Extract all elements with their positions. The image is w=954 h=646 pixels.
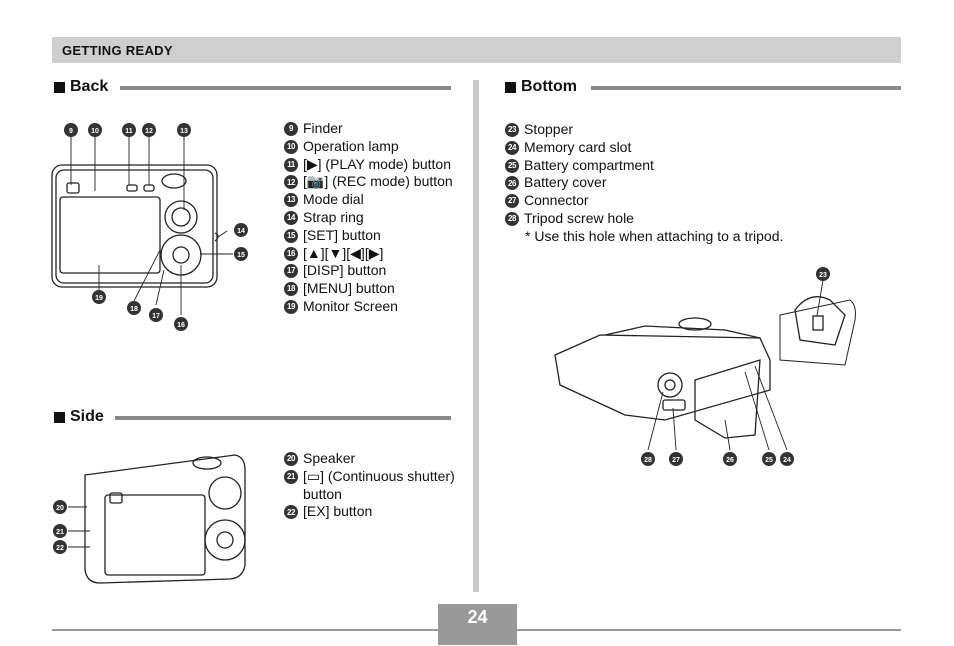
number-badge-icon: 16 bbox=[284, 246, 298, 261]
list-item: 18[MENU] button bbox=[284, 280, 459, 298]
bullet-square-icon bbox=[505, 81, 516, 93]
svg-text:21: 21 bbox=[56, 529, 64, 536]
svg-text:24: 24 bbox=[783, 457, 791, 464]
svg-text:23: 23 bbox=[819, 272, 827, 279]
bottom-section-title: Bottom bbox=[505, 78, 577, 96]
camera-back-illustration: 9 10 11 12 13 14 15 16 17 18 19 bbox=[51, 123, 248, 331]
bottom-title-rule bbox=[591, 86, 901, 90]
number-badge-icon: 19 bbox=[284, 299, 298, 314]
svg-text:10: 10 bbox=[91, 128, 99, 135]
svg-text:15: 15 bbox=[237, 252, 245, 259]
number-badge-icon: 18 bbox=[284, 282, 298, 297]
camera-side-illustration: 20 21 22 bbox=[53, 454, 246, 584]
number-badge-icon: 28 bbox=[505, 211, 519, 226]
bullet-square-icon bbox=[54, 411, 65, 423]
tripod-note: * Use this hole when attaching to a trip… bbox=[525, 227, 784, 244]
side-section-title: Side bbox=[54, 408, 104, 426]
svg-text:27: 27 bbox=[672, 457, 680, 464]
list-item: 12[📷] (REC mode) button bbox=[284, 173, 459, 191]
camera-bottom-illustration: 23 28 27 26 25 24 bbox=[554, 267, 856, 466]
number-badge-icon: 13 bbox=[284, 193, 298, 208]
number-badge-icon: 14 bbox=[284, 210, 298, 225]
list-item: 21[▭] (Continuous shutter) button bbox=[284, 468, 459, 504]
page-number-box bbox=[438, 604, 517, 645]
list-item: 11[▶] (PLAY mode) button bbox=[284, 156, 459, 174]
side-callouts: 20 21 22 bbox=[53, 500, 67, 554]
number-badge-icon: 10 bbox=[284, 139, 298, 154]
list-item: 16[▲][▼][◀][▶] bbox=[284, 245, 459, 263]
number-badge-icon: 25 bbox=[505, 158, 519, 173]
svg-text:25: 25 bbox=[765, 457, 773, 464]
list-item: 17[DISP] button bbox=[284, 262, 459, 280]
number-badge-icon: 26 bbox=[505, 176, 519, 191]
section-header-title: GETTING READY bbox=[62, 43, 173, 58]
number-badge-icon: 22 bbox=[284, 505, 298, 520]
svg-text:17: 17 bbox=[152, 313, 160, 320]
bottom-callouts: 23 28 27 26 25 24 bbox=[641, 267, 830, 466]
svg-text:26: 26 bbox=[726, 457, 734, 464]
svg-text:18: 18 bbox=[130, 306, 138, 313]
svg-text:20: 20 bbox=[56, 505, 64, 512]
number-badge-icon: 24 bbox=[505, 140, 519, 155]
number-badge-icon: 27 bbox=[505, 194, 519, 209]
svg-text:22: 22 bbox=[56, 545, 64, 552]
number-badge-icon: 20 bbox=[284, 452, 298, 466]
svg-text:14: 14 bbox=[237, 228, 245, 235]
svg-text:12: 12 bbox=[145, 128, 153, 135]
svg-text:9: 9 bbox=[69, 128, 73, 135]
number-badge-icon: 15 bbox=[284, 228, 298, 243]
svg-text:11: 11 bbox=[125, 128, 133, 135]
svg-text:28: 28 bbox=[644, 457, 652, 464]
back-title-rule bbox=[120, 86, 451, 90]
number-badge-icon: 23 bbox=[505, 123, 519, 137]
svg-text:16: 16 bbox=[177, 322, 185, 329]
svg-text:13: 13 bbox=[180, 128, 188, 135]
column-divider bbox=[473, 80, 479, 592]
number-badge-icon: 21 bbox=[284, 469, 298, 484]
side-title-rule bbox=[115, 416, 451, 420]
number-badge-icon: 17 bbox=[284, 264, 298, 279]
section-header-bar: GETTING READY bbox=[52, 37, 901, 63]
number-badge-icon: 11 bbox=[284, 157, 298, 172]
svg-text:19: 19 bbox=[95, 295, 103, 302]
list-item: 22[EX] button bbox=[284, 503, 459, 521]
number-badge-icon: 12 bbox=[284, 175, 298, 190]
list-item: 15[SET] button bbox=[284, 227, 459, 245]
back-callouts: 9 10 11 12 13 14 15 16 17 18 19 bbox=[64, 123, 248, 331]
page-number: 24 bbox=[467, 607, 488, 627]
back-section-title: Back bbox=[54, 78, 108, 96]
number-badge-icon: 9 bbox=[284, 122, 298, 136]
bullet-square-icon bbox=[54, 81, 65, 93]
